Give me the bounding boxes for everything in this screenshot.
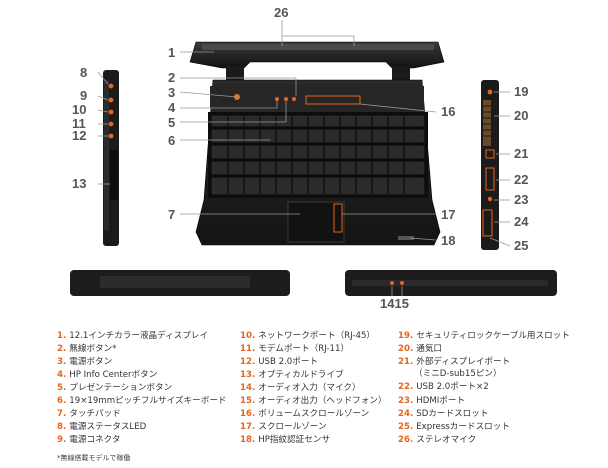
- legend-item-9: 9.電源コネクタ: [57, 434, 120, 446]
- callout-22: 22: [514, 172, 528, 187]
- callout-20: 20: [514, 108, 528, 123]
- laptop-main-view: [190, 42, 444, 245]
- legend-item-8: 8.電源ステータスLED: [57, 421, 146, 433]
- legend-item-2: 2.無線ボタン*: [57, 343, 117, 355]
- legend-item-3: 3.電源ボタン: [57, 356, 112, 368]
- legend-item-13: 13.オプティカルドライブ: [240, 369, 344, 381]
- legend-item-20: 20.通気口: [398, 343, 442, 355]
- callout-5: 5: [168, 115, 175, 130]
- callout-19: 19: [514, 84, 528, 99]
- callout-9: 9: [80, 88, 87, 103]
- legend-item-24: 24.SDカードスロット: [398, 408, 488, 420]
- callout-17: 17: [441, 207, 455, 222]
- callout-25: 25: [514, 238, 528, 253]
- front-view: [345, 270, 557, 296]
- footnote: *無線搭載モデルで稼働: [57, 453, 131, 463]
- left-side-view: [103, 70, 119, 246]
- legend-item-21: 21.外部ディスプレイポート: [398, 356, 510, 368]
- legend-item-6: 6.19×19mmピッチフルサイズキーボード: [57, 395, 227, 407]
- legend-item-16: 16.ボリュームスクロールゾーン: [240, 408, 369, 420]
- legend-item-21-sub: （ミニD-sub15ピン）: [414, 368, 502, 380]
- callout-3: 3: [168, 85, 175, 100]
- legend-item-12: 12.USB 2.0ポート: [240, 356, 318, 368]
- legend-item-15: 15.オーディオ出力（ヘッドフォン）: [240, 395, 387, 407]
- legend-item-5: 5.プレゼンテーションボタン: [57, 382, 172, 394]
- callout-13: 13: [72, 176, 86, 191]
- callout-10: 10: [72, 102, 86, 117]
- legend-item-1: 1.12.1インチカラー液晶ディスプレイ: [57, 330, 208, 342]
- legend-item-23: 23.HDMIポート: [398, 395, 465, 407]
- callout-6: 6: [168, 133, 175, 148]
- legend-item-18: 18.HP指紋認証センサ: [240, 434, 330, 446]
- callout-24: 24: [514, 214, 529, 229]
- callout-26: 26: [274, 5, 288, 20]
- legend-item-11: 11.モデムポート（RJ-11）: [240, 343, 349, 355]
- callout-7: 7: [168, 207, 175, 222]
- legend-item-14: 14.オーディオ入力（マイク）: [240, 382, 361, 394]
- callout-4: 4: [168, 100, 176, 115]
- legend-item-22: 22.USB 2.0ポート×2: [398, 381, 489, 393]
- legend-item-7: 7.タッチパッド: [57, 408, 121, 420]
- callout-23: 23: [514, 192, 528, 207]
- legend-item-25: 25.Expressカードスロット: [398, 421, 510, 433]
- callout-8: 8: [80, 65, 87, 80]
- legend-item-10: 10.ネットワークポート（RJ-45）: [240, 330, 375, 342]
- callout-2: 2: [168, 70, 175, 85]
- right-side-view: [481, 80, 499, 250]
- legend-item-17: 17.スクロールゾーン: [240, 421, 327, 433]
- legend-item-26: 26.ステレオマイク: [398, 434, 476, 446]
- callout-21: 21: [514, 146, 528, 161]
- legend-item-19: 19.セキュリティロックケーブル用スロット: [398, 330, 570, 342]
- callout-1: 1: [168, 45, 175, 60]
- callout-16: 16: [441, 104, 455, 119]
- back-view: [70, 270, 290, 296]
- callout-18: 18: [441, 233, 455, 248]
- callout-14-15: 1415: [380, 296, 409, 311]
- callout-12: 12: [72, 128, 86, 143]
- legend-item-4: 4.HP Info Centerボタン: [57, 369, 157, 381]
